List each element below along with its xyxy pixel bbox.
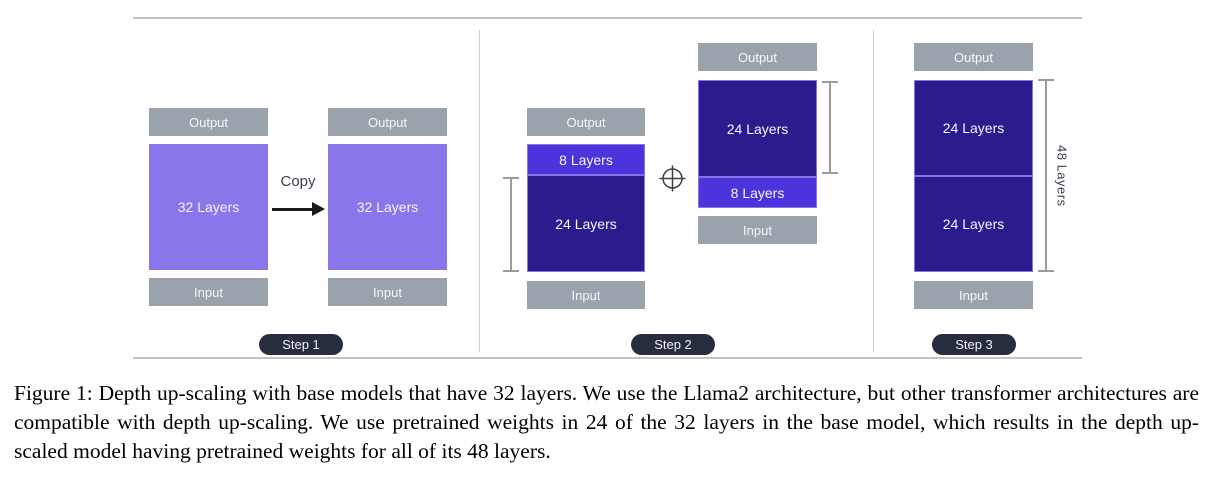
copy-label: Copy <box>280 173 316 190</box>
step2-badge: Step 2 <box>631 334 715 355</box>
step3-bottom-24layers-box: 24 Layers <box>915 177 1032 271</box>
step2-right-8layers-box: 8 Layers <box>699 178 816 207</box>
step1-copy-output-box: Output <box>328 108 447 136</box>
step3-input-box: Input <box>914 281 1033 309</box>
figure-bottom-rule <box>133 357 1082 359</box>
step3-badge: Step 3 <box>932 334 1016 355</box>
step3-depth-bracket <box>1038 79 1054 272</box>
step1-base-output-box: Output <box>149 108 268 136</box>
panel-divider-1 <box>479 30 480 352</box>
figure-caption: Figure 1: Depth up-scaling with base mod… <box>14 381 1199 464</box>
step2-right-span-bracket <box>822 81 838 174</box>
depth-48-layers-label: 48 Layers <box>1054 144 1070 207</box>
step2-left-span-bracket <box>503 177 519 272</box>
step2-left-layer-stack: 8 Layers 24 Layers <box>527 144 645 272</box>
step3-layer-stack: 24 Layers 24 Layers <box>914 80 1033 272</box>
step2-left-24layers-box: 24 Layers <box>528 176 644 271</box>
step2-left-output-box: Output <box>527 108 645 136</box>
step1-copy-input-box: Input <box>328 278 447 306</box>
step2-right-24layers-box: 24 Layers <box>699 81 816 176</box>
step2-right-layer-stack: 24 Layers 8 Layers <box>698 80 817 208</box>
step2-right-output-box: Output <box>698 43 817 71</box>
step1-base-input-box: Input <box>149 278 268 306</box>
copy-arrow-head-icon <box>312 202 325 216</box>
panel-divider-2 <box>873 30 874 352</box>
step2-right-input-box: Input <box>698 216 817 244</box>
step3-top-24layers-box: 24 Layers <box>915 81 1032 175</box>
step3-output-box: Output <box>914 43 1033 71</box>
step2-left-input-box: Input <box>527 281 645 309</box>
circled-plus-icon <box>659 165 686 192</box>
copy-arrow <box>272 208 314 211</box>
step1-badge: Step 1 <box>259 334 343 355</box>
figure-top-rule <box>133 17 1082 19</box>
step1-base-32layers-box: 32 Layers <box>149 144 268 270</box>
step1-copy-32layers-box: 32 Layers <box>328 144 447 270</box>
step2-left-8layers-box: 8 Layers <box>528 145 644 174</box>
